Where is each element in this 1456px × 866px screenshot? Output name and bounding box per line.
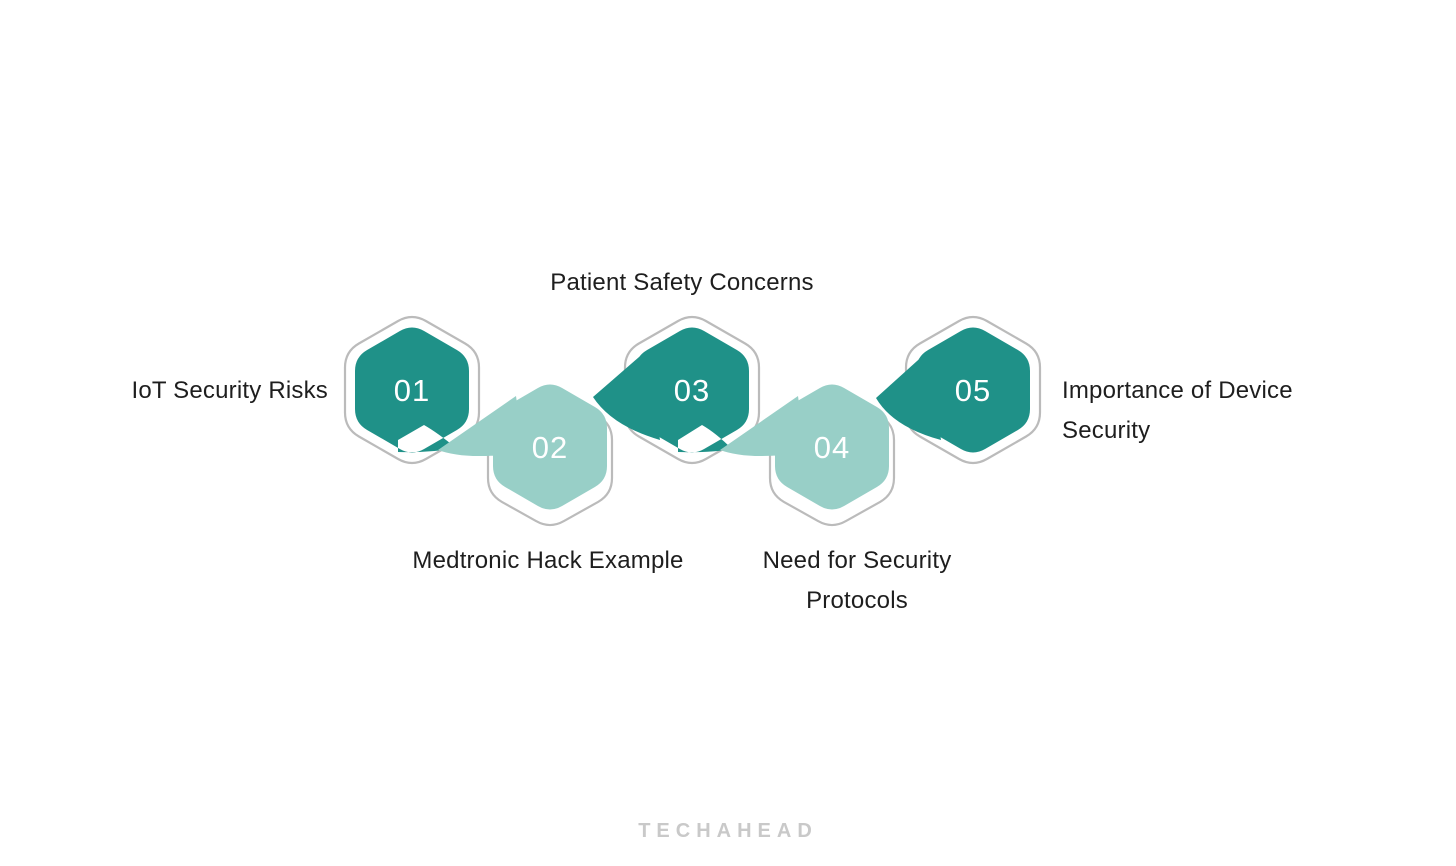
step-hexagon-3: 03	[593, 327, 749, 453]
step-label-1: IoT Security Risks	[131, 377, 328, 404]
step-number-2: 02	[532, 430, 568, 465]
step-label-5: Importance of Device Security	[1062, 377, 1293, 444]
hexagon-outline-5	[904, 315, 1042, 465]
hexagon-shape-1	[355, 327, 469, 453]
step-hexagon-1: 01	[355, 327, 469, 453]
techahead-logo: TECHAHEAD	[638, 820, 818, 842]
hexagon-outline-1	[343, 315, 481, 465]
hexagon-outline-3	[623, 315, 761, 465]
step-hexagon-2: 02	[438, 384, 607, 510]
step-number-4: 04	[814, 430, 850, 465]
step-hexagon-4: 04	[720, 384, 889, 510]
step-hexagon-5: 05	[876, 327, 1030, 453]
step-number-5: 05	[955, 373, 991, 408]
hexagon-shape-5	[876, 327, 1030, 453]
step-label-4: Need for Security Protocols	[762, 547, 952, 614]
step-label-3: Patient Safety Concerns	[550, 269, 814, 296]
hexagon-shape-2	[438, 384, 607, 510]
hexagon-shape-3	[593, 327, 749, 453]
step-number-1: 01	[394, 373, 430, 408]
step-label-2: Medtronic Hack Example	[412, 547, 684, 574]
hexagon-shape-4	[720, 384, 889, 510]
step-number-3: 03	[674, 373, 710, 408]
